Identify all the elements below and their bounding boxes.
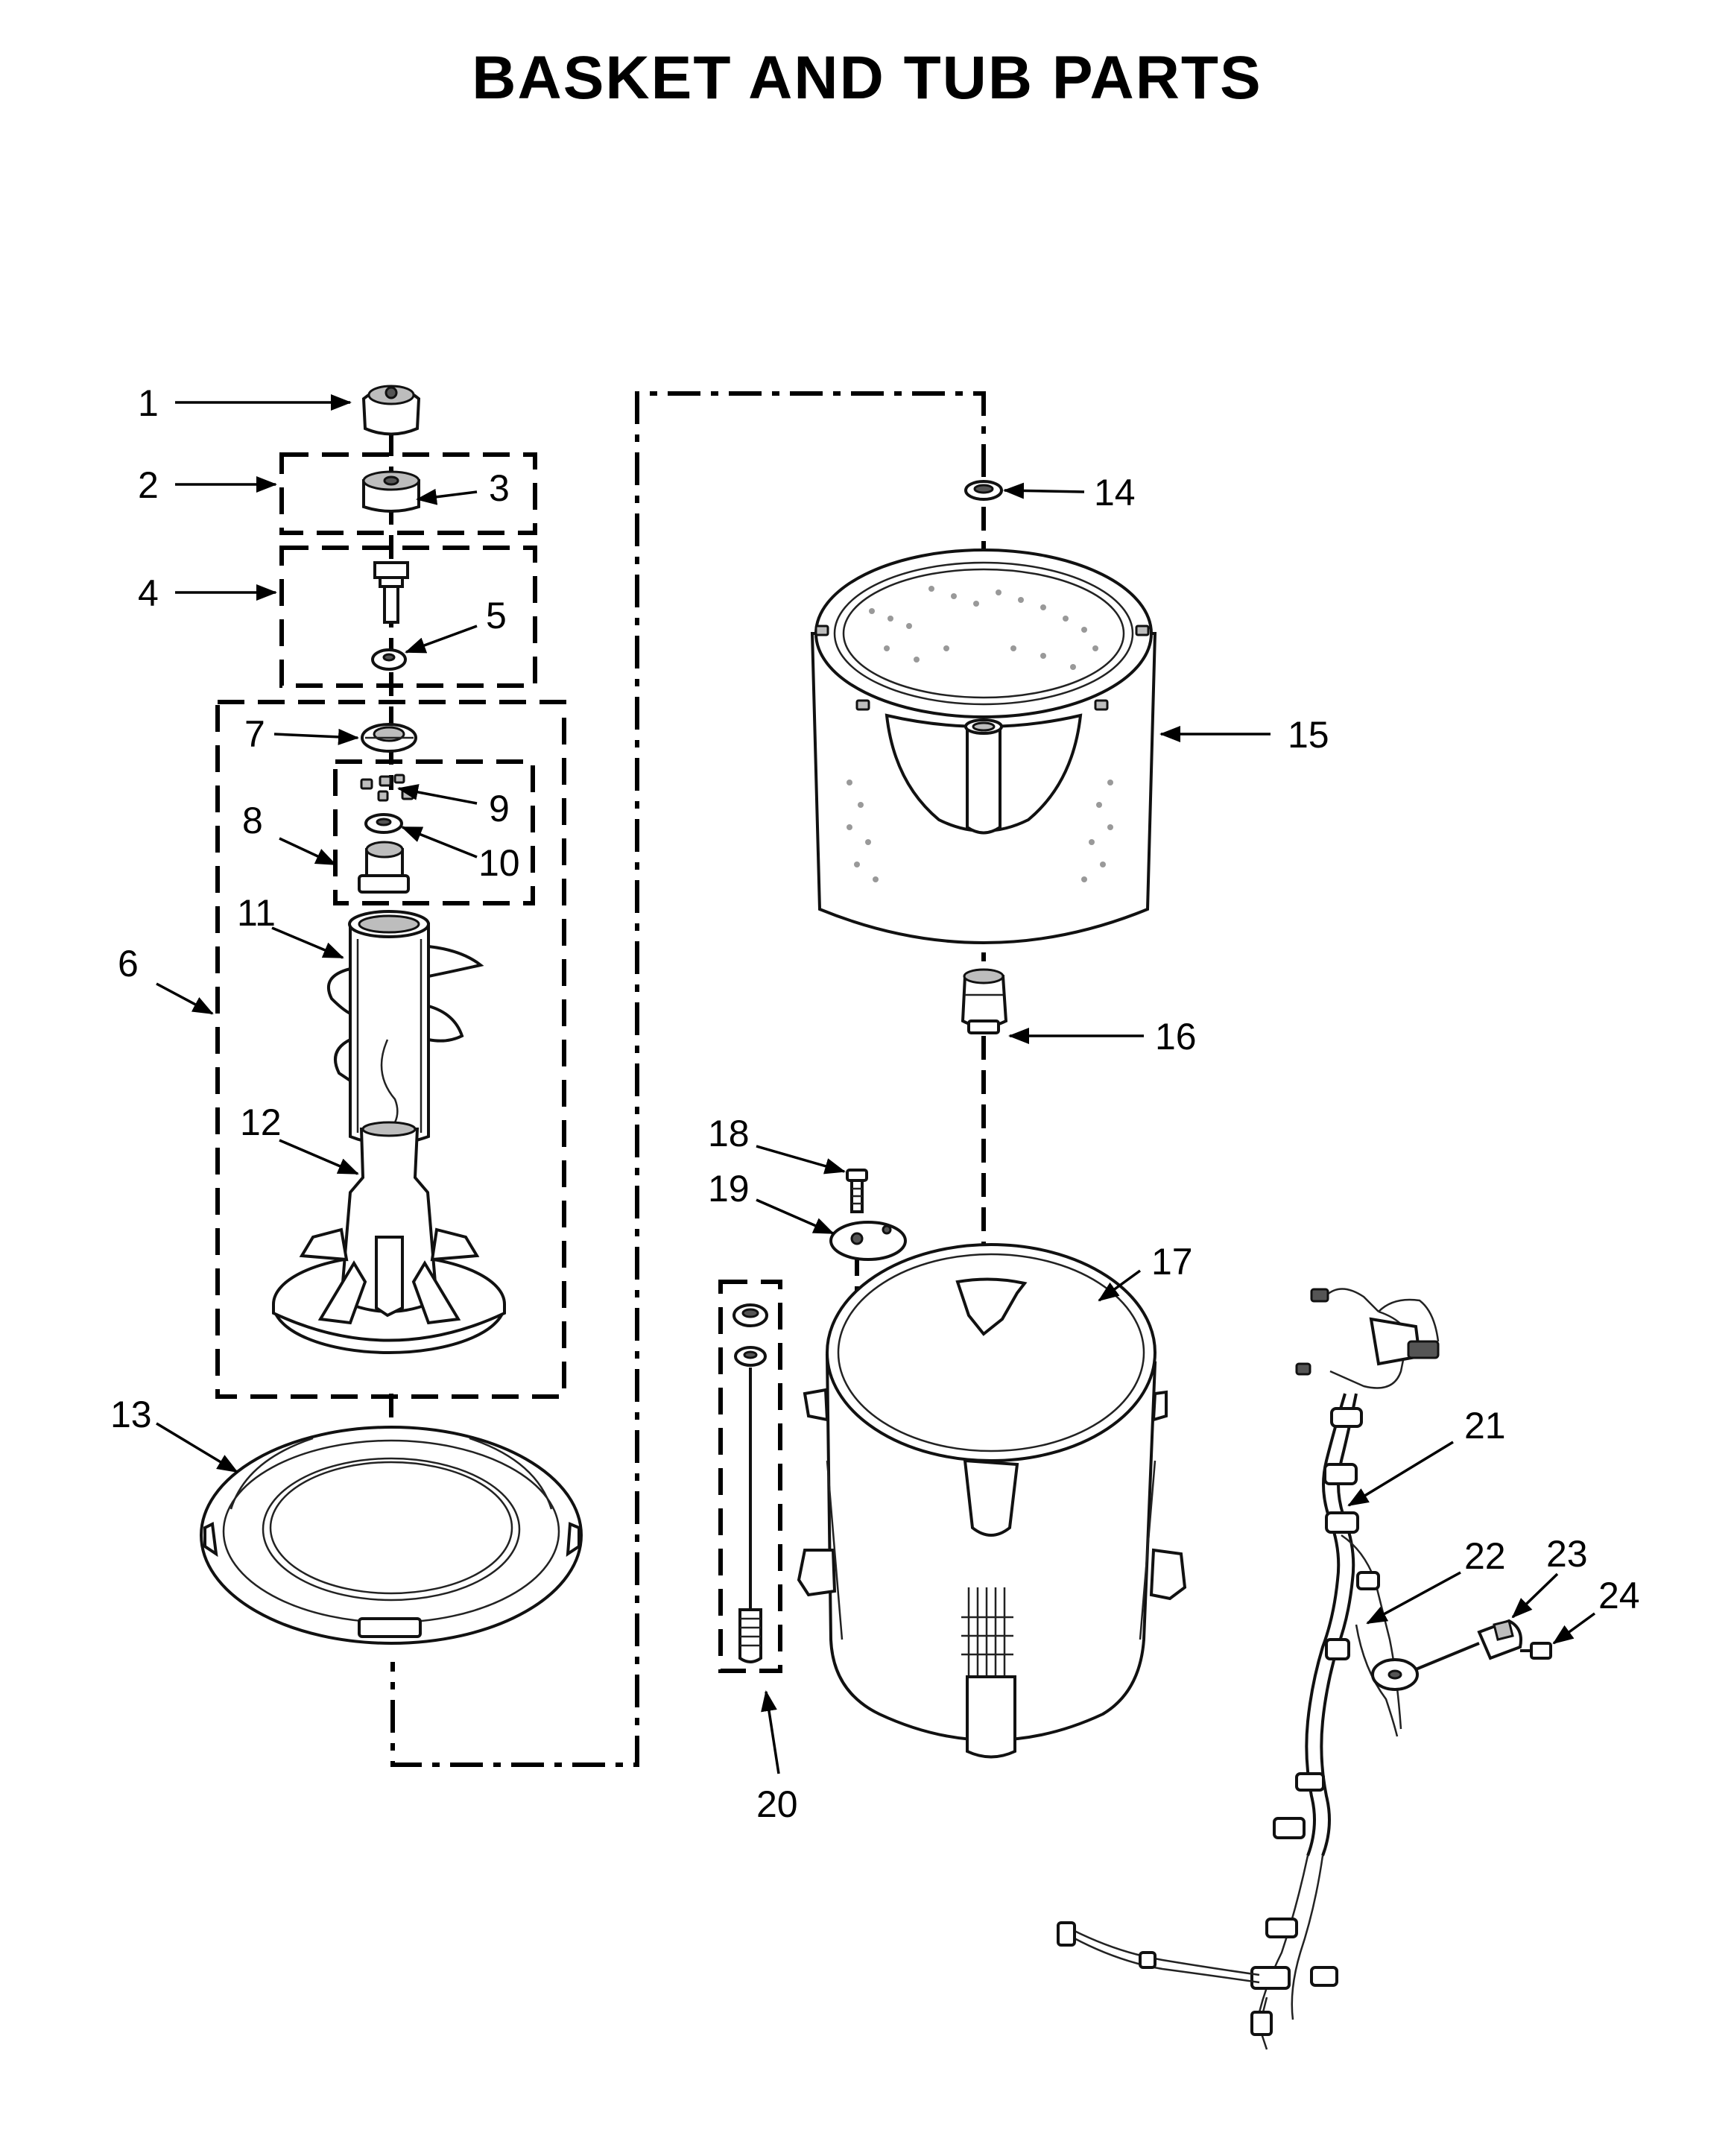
callout-23: 23 [1546,1533,1588,1575]
callout-3: 3 [489,467,510,509]
callout-labels: 1 2 3 4 5 6 7 8 9 10 11 12 13 14 15 16 1… [110,382,1640,1825]
part-coupler [361,723,417,753]
part-auger [327,910,484,1145]
part-agitator-cap [361,385,421,436]
part-dogs [360,774,414,802]
part-basket [810,549,1157,944]
callout-19: 19 [708,1168,750,1210]
callout-12: 12 [240,1101,282,1143]
assembly-box-2 [279,452,537,535]
part-agitator-base [272,1121,506,1354]
part-drive-hub [961,968,1008,1034]
callout-2: 2 [138,464,159,506]
part-dog-ring [364,813,403,834]
leader-lines [156,394,1596,1774]
part-washer [371,648,407,671]
part-outer-tub [797,1243,1187,1759]
callout-9: 9 [489,788,510,829]
part-cam [358,841,410,894]
assembly-box-4 [279,546,537,688]
callout-5: 5 [486,595,507,636]
callout-1: 1 [138,382,159,424]
callout-10: 10 [478,842,520,884]
part-balance-ring [200,1426,583,1645]
callout-21: 21 [1464,1405,1506,1447]
callout-14: 14 [1094,472,1136,513]
connection-path [390,391,986,1767]
page-title: BASKET AND TUB PARTS [472,44,1262,112]
part-screw [846,1169,868,1213]
callout-11: 11 [237,892,276,934]
callout-7: 7 [244,713,265,755]
part-hub-nut [964,480,1003,501]
part-cover-plate [829,1221,907,1261]
callout-15: 15 [1288,714,1329,756]
callout-4: 4 [138,572,159,614]
callout-13: 13 [110,1394,152,1435]
part-suspension-rod [732,1303,768,1663]
callout-20: 20 [756,1783,798,1825]
callout-18: 18 [708,1113,750,1154]
part-bolt [373,561,409,624]
callout-6: 6 [118,943,139,984]
assembly-box-20 [718,1280,782,1673]
callout-17: 17 [1151,1241,1193,1283]
assembly-box-8 [333,759,535,905]
part-cap-insert [362,470,420,513]
callout-22: 22 [1464,1535,1506,1577]
callout-8: 8 [242,800,263,841]
part-wire-harness [1057,1288,1440,2050]
part-wire-clamp [1371,1619,1552,1691]
callout-24: 24 [1598,1575,1640,1616]
callout-16: 16 [1155,1016,1197,1058]
